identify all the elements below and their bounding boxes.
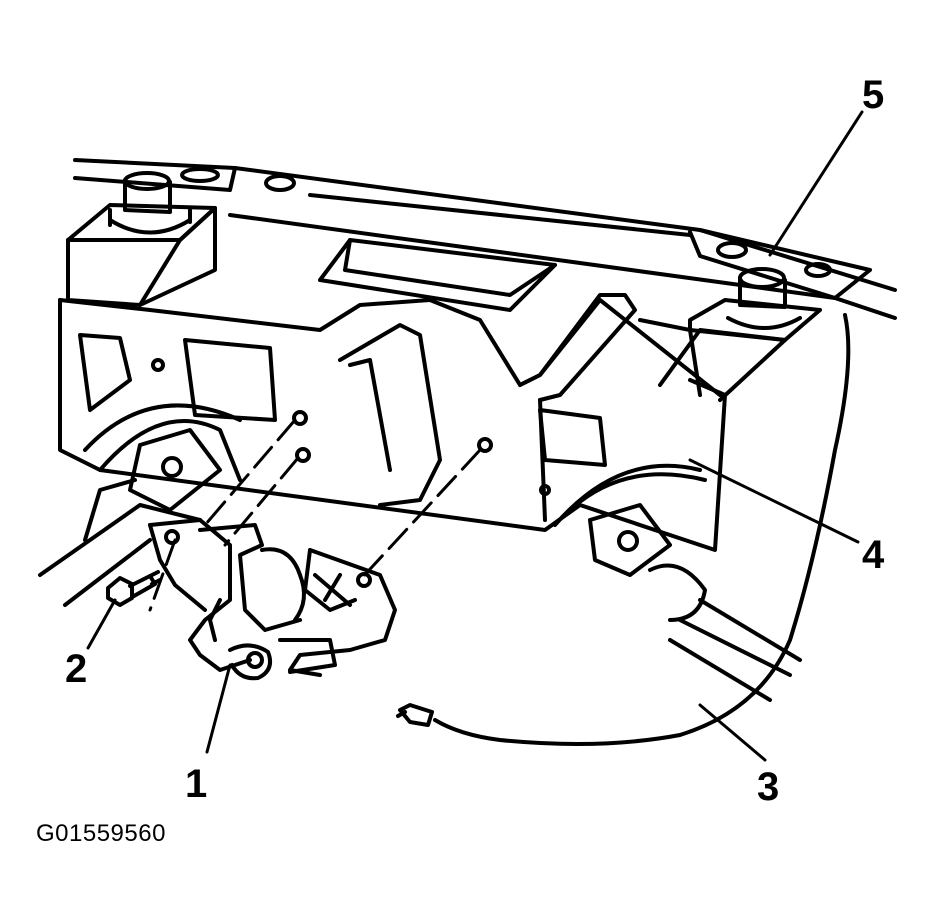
left-support-bolt xyxy=(108,171,192,235)
radiator-support xyxy=(73,158,897,320)
leader-lines xyxy=(86,110,864,762)
left-lower-arm xyxy=(38,428,222,607)
alignment-lines xyxy=(148,418,482,612)
callout-5: 5 xyxy=(862,73,884,117)
left-mount-block xyxy=(66,203,217,307)
callout-2: 2 xyxy=(65,647,87,691)
callout-4: 4 xyxy=(862,533,885,577)
right-mount-block xyxy=(658,298,822,402)
release-cable xyxy=(396,313,851,746)
figure-id: G01559560 xyxy=(36,820,166,847)
mounting-holes xyxy=(292,410,493,463)
right-lower-arm xyxy=(588,503,802,702)
latch-bolt xyxy=(106,570,162,607)
latch-support-bracket xyxy=(58,238,727,552)
callout-3: 3 xyxy=(757,765,779,809)
right-support-bolt xyxy=(726,267,802,330)
callout-1: 1 xyxy=(185,762,207,806)
hood-latch-assembly xyxy=(148,518,397,681)
